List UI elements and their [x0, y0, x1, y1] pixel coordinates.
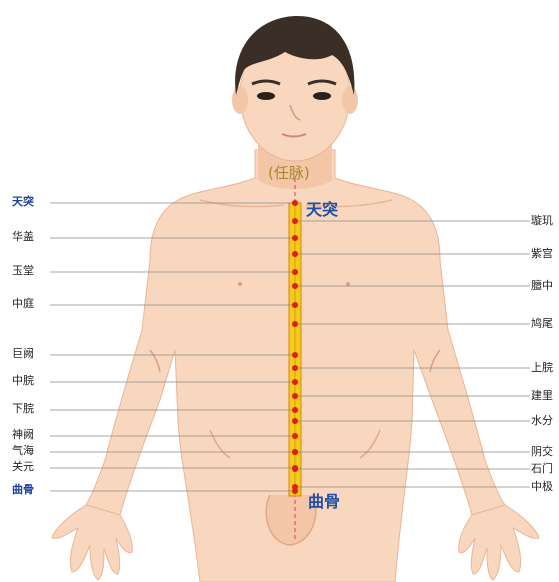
acupoint-marker: [292, 449, 298, 455]
right-hand: [459, 505, 539, 580]
acupoint-label-right: 水分: [531, 415, 553, 427]
label-bottom-highlight: 曲骨: [308, 488, 340, 512]
acupoint-label-left: 中庭: [12, 298, 34, 310]
acupoint-label-left: 中脘: [12, 375, 34, 387]
acupoint-label-right: 鸠尾: [531, 318, 553, 330]
acupoint-label-left: 曲骨: [12, 484, 34, 496]
acupoint-label-right: 紫宫: [531, 248, 553, 260]
acupoint-label-left: 关元: [12, 461, 34, 473]
left-eye: [257, 92, 275, 100]
acupoint-marker: [292, 352, 298, 358]
acupoint-marker: [292, 379, 298, 385]
acupoint-marker: [292, 218, 298, 224]
acupoint-marker: [292, 466, 298, 472]
acupoint-label-left: 下脘: [12, 403, 34, 415]
acupoint-marker: [292, 365, 298, 371]
acupoint-marker: [292, 407, 298, 413]
acupoint-label-right: 阴交: [531, 446, 553, 458]
acupoint-label-left: 巨阙: [12, 348, 34, 360]
acupoint-label-right: 建里: [531, 390, 553, 402]
acupoint-label-left: 华盖: [12, 231, 34, 243]
acupoint-marker: [292, 200, 298, 206]
acupoint-label-right: 中极: [531, 481, 553, 493]
acupoint-marker: [292, 433, 298, 439]
meridian-title: (任脉): [268, 162, 310, 183]
acupoint-label-left: 气海: [12, 445, 34, 457]
acupoint-label-left: 天突: [12, 196, 34, 208]
acupoint-label-right: 膻中: [531, 280, 553, 292]
left-hand: [52, 505, 132, 580]
acupoint-marker: [292, 302, 298, 308]
acupoint-marker: [292, 321, 298, 327]
left-nipple: [238, 282, 242, 286]
right-eye: [313, 92, 331, 100]
acupoint-marker: [292, 269, 298, 275]
acupoint-label-right: 石门: [531, 463, 553, 475]
acupoint-label-right: 璇玑: [531, 215, 553, 227]
right-ear: [342, 86, 358, 114]
label-top-highlight: 天突: [306, 196, 338, 220]
acupoint-label-left: 神阙: [12, 429, 34, 441]
acupoint-marker: [292, 484, 298, 490]
acupoint-marker: [292, 418, 298, 424]
acupoint-marker: [292, 283, 298, 289]
acupoint-marker: [292, 251, 298, 257]
acupoint-marker: [292, 393, 298, 399]
acupoint-label-left: 玉堂: [12, 265, 34, 277]
left-ear: [232, 86, 248, 114]
right-nipple: [346, 282, 350, 286]
acupoint-label-right: 上脘: [531, 362, 553, 374]
acupoint-marker: [292, 235, 298, 241]
